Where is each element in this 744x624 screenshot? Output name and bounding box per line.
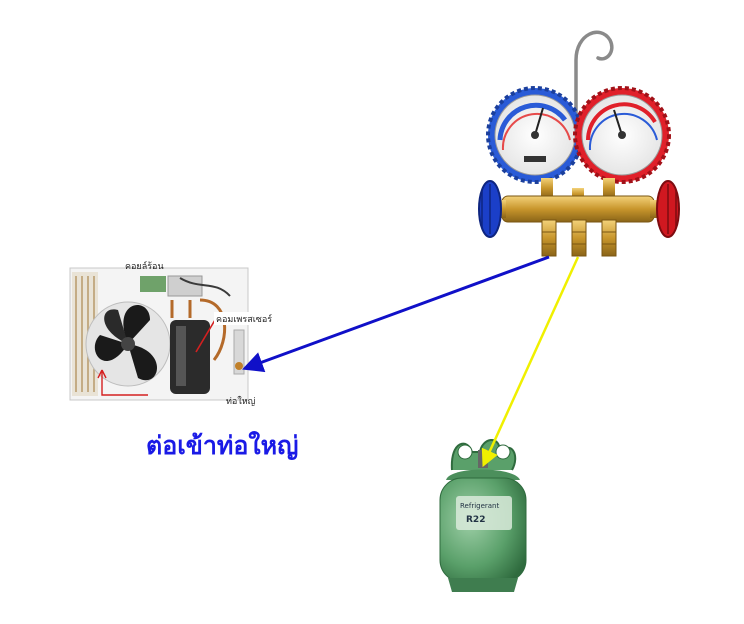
connection-caption: ต่อเข้าท่อใหญ่	[146, 431, 299, 460]
yellow-hose-arrow	[481, 256, 580, 468]
blue-hose-arrow	[242, 255, 550, 373]
manifold-gauge-set	[478, 30, 680, 257]
tank-product-text: R22	[466, 515, 485, 525]
fan-blade	[85, 301, 171, 387]
condenser-unit-illustration: คอยล์ร้อน คอมเพรสเซอร์ ท่อใหญ่	[69, 260, 274, 407]
hanging-hook	[574, 30, 614, 142]
compressor-label: คอมเพรสเซอร์	[216, 313, 272, 325]
annotation-arrows	[97, 319, 216, 396]
pipe-label: ท่อใหญ่	[226, 396, 256, 407]
low-side-valve-knob	[478, 180, 506, 238]
condenser-coil-fins	[72, 272, 98, 396]
compressor	[170, 298, 227, 394]
high-side-gauge	[573, 86, 671, 184]
manifold-body	[501, 195, 655, 223]
hose-ports	[541, 219, 617, 257]
refrigerant-tank: Refrigerant R22	[439, 439, 527, 592]
low-side-gauge	[486, 86, 584, 184]
condenser-top-label: คอยล์ร้อน	[125, 260, 164, 272]
high-side-valve-knob	[650, 180, 680, 238]
top-components	[140, 275, 231, 297]
tank-brand-text: Refrigerant	[460, 502, 499, 510]
